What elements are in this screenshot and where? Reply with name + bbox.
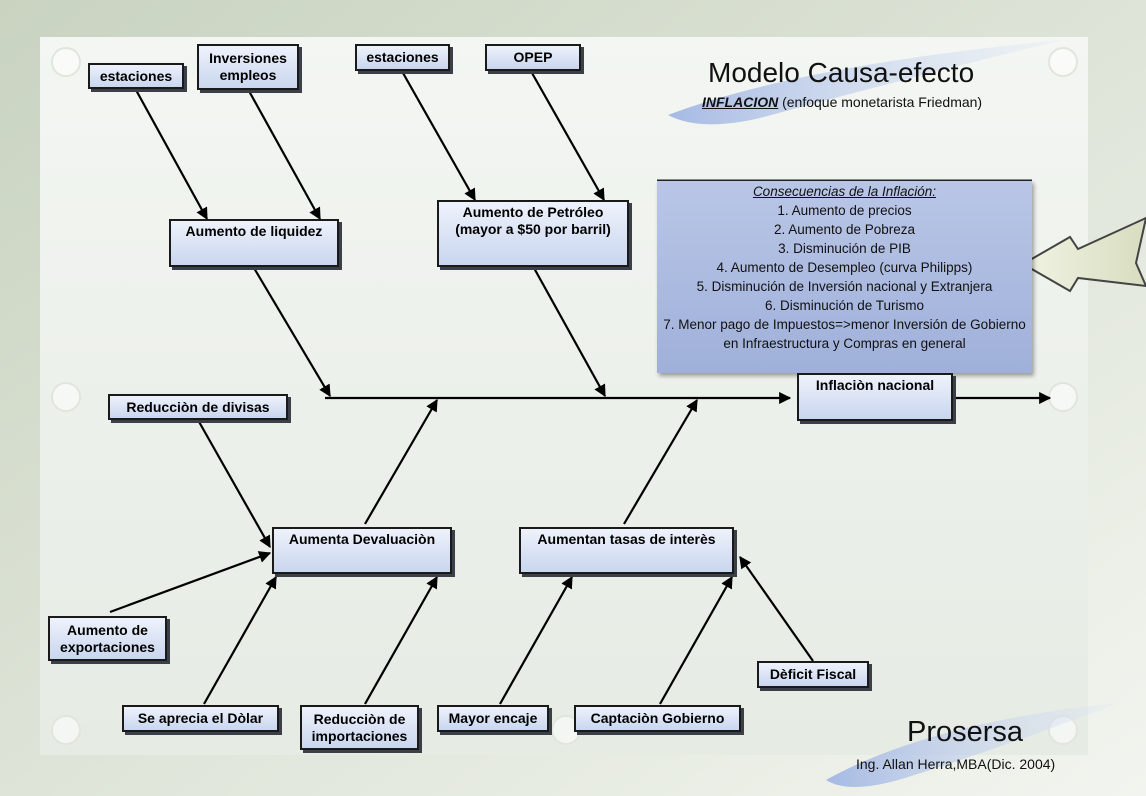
- arrow-divisas-devaluacion: [197, 419, 271, 549]
- arrow-importaciones-devaluacion: [364, 575, 438, 705]
- subcause-box-estaciones-1: estaciones: [88, 63, 184, 89]
- subtitle-keyword: INFLACION: [702, 94, 779, 110]
- arrow-deficit-tasas: [739, 556, 814, 662]
- arrow-devaluacion-spine: [364, 398, 438, 525]
- subcause-label: Inversiones empleos: [209, 50, 287, 83]
- arrow-exportaciones-devaluacion: [109, 551, 272, 614]
- cause-box-liquidez: Aumento de liquidez: [169, 219, 339, 267]
- subcause-label: estaciones: [99, 67, 173, 84]
- arrow-opep-petroleo: [531, 72, 605, 202]
- consequences-panel: Consecuencias de la Inflación: 1. Aument…: [657, 180, 1032, 373]
- plus-icon: [51, 715, 81, 745]
- consequence-item: 5. Disminución de Inversión nacional y E…: [696, 279, 993, 294]
- subcause-label: Captaciòn Gobierno: [590, 710, 725, 726]
- diagram-title: Modelo Causa-efecto: [708, 57, 975, 88]
- fishbone-arrows: [109, 72, 1052, 705]
- subcause-box-captacion: Captaciòn Gobierno: [574, 705, 741, 732]
- subcause-label: estaciones: [366, 49, 439, 65]
- diagram-subtitle: INFLACION (enfoque monetarista Friedman): [702, 94, 982, 110]
- subcause-label: Aumento de exportaciones: [60, 621, 155, 655]
- cause-box-tasas: Aumentan tasas de interès: [519, 527, 734, 574]
- subcause-label: Se aprecia el Dòlar: [137, 710, 264, 726]
- brand-swoosh: [826, 703, 1118, 788]
- arrow-liquidez-spine: [253, 267, 331, 398]
- subcause-box-dolar: Se aprecia el Dòlar: [122, 705, 279, 732]
- plus-icon: [51, 382, 81, 412]
- consequence-item: 2. Aumento de Pobreza: [773, 222, 916, 237]
- title-swoosh: [668, 40, 1062, 125]
- consequence-item: 6. Disminución de Turismo: [764, 298, 925, 313]
- consequence-item: 4. Aumento de Desempleo (curva Philipps): [716, 260, 973, 275]
- subcause-box-opep: OPEP: [485, 44, 581, 71]
- cause-label: Aumento de liquidez: [185, 223, 323, 239]
- plus-icon: [1048, 47, 1078, 77]
- subcause-box-estaciones-2: estaciones: [355, 44, 450, 71]
- cause-label: Aumenta Devaluaciòn: [288, 531, 436, 547]
- brand-name: Prosersa: [907, 716, 1024, 748]
- consequences-title: Consecuencias de la Inflación:: [752, 184, 937, 199]
- consequence-item: 3. Disminución de PIB: [778, 241, 911, 256]
- plus-icon: [1048, 382, 1078, 412]
- arrow-inversiones-liquidez: [248, 90, 321, 221]
- arrow-estaciones-liquidez: [135, 89, 208, 221]
- cause-box-devaluacion: Aumenta Devaluaciòn: [272, 527, 452, 574]
- subcause-box-importaciones: Reducciòn de importaciones: [300, 705, 419, 750]
- consequence-item: 7. Menor pago de Impuestos=>menor Invers…: [663, 317, 1026, 351]
- arrow-encaje-tasas: [499, 575, 573, 705]
- cause-box-petroleo: Aumento de Petróleo (mayor a $50 por bar…: [437, 200, 629, 267]
- plus-icon: [51, 47, 81, 77]
- pointer-arrow-icon: [1020, 216, 1146, 293]
- cause-label: Aumento de Petróleo (mayor a $50 por bar…: [455, 204, 611, 237]
- arrow-tasas-spine: [623, 398, 698, 525]
- arrow-captacion-tasas: [659, 575, 733, 705]
- subcause-box-encaje: Mayor encaje: [437, 705, 549, 732]
- arrow-dolar-devaluacion: [203, 575, 277, 705]
- subcause-label: Dèficit Fiscal: [769, 666, 857, 682]
- cause-label: Aumentan tasas de interès: [537, 531, 716, 547]
- subcause-box-deficit: Dèficit Fiscal: [757, 661, 869, 688]
- subcause-box-inversiones: Inversiones empleos: [197, 44, 299, 90]
- effect-label: Inflaciòn nacional: [815, 377, 935, 393]
- subcause-label: OPEP: [513, 49, 553, 65]
- subcause-label: Reducciòn de divisas: [126, 398, 270, 415]
- arrow-petroleo-spine: [533, 267, 606, 398]
- subcause-label: Mayor encaje: [448, 710, 538, 726]
- subtitle-rest: (enfoque monetarista Friedman): [778, 94, 983, 110]
- subcause-box-exportaciones: Aumento de exportaciones: [48, 616, 167, 661]
- consequence-item: 1. Aumento de precios: [777, 203, 912, 218]
- author-credit: Ing. Allan Herra,MBA(Dic. 2004): [856, 756, 1056, 772]
- arrow-estaciones-petroleo: [402, 72, 476, 202]
- subcause-label: Reducciòn de importaciones: [311, 710, 408, 744]
- effect-box: Inflaciòn nacional: [797, 373, 953, 421]
- subcause-box-divisas: Reducciòn de divisas: [108, 394, 288, 420]
